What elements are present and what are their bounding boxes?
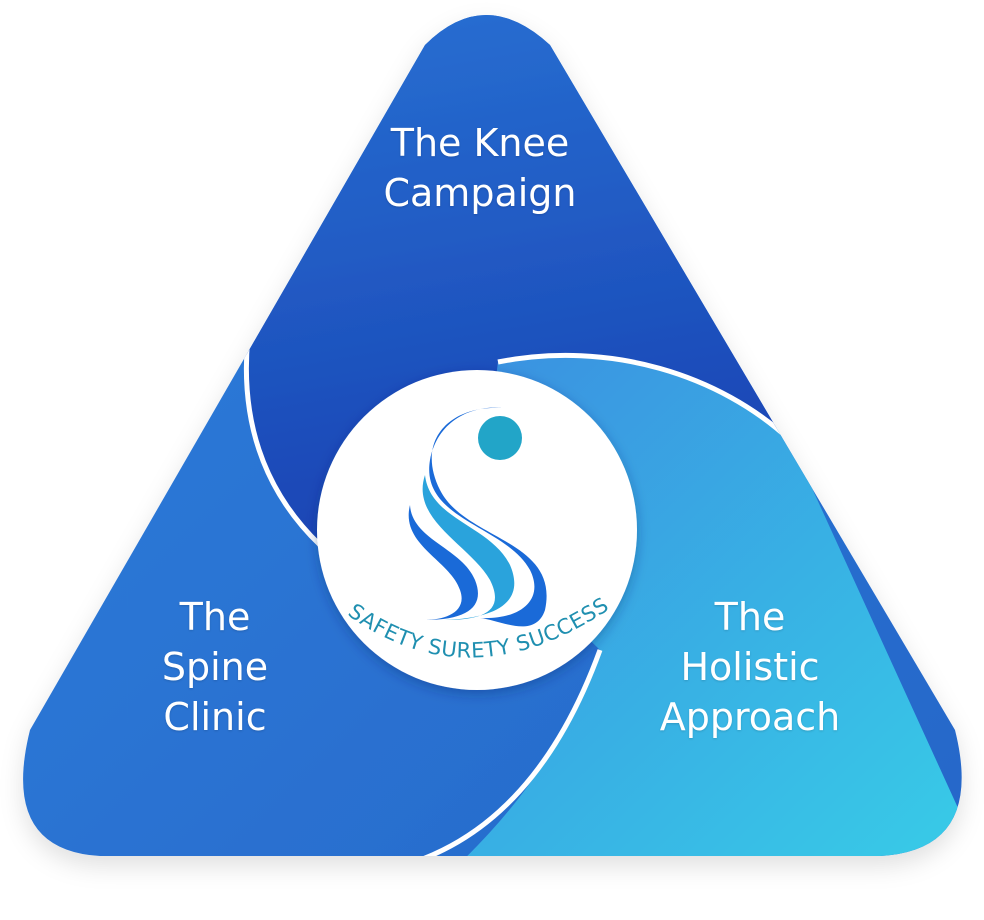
label-line: The <box>179 595 251 639</box>
divider-curve <box>419 649 603 856</box>
label-line: Spine <box>161 645 269 689</box>
label-line: Holistic <box>680 645 820 689</box>
logo-s-mark <box>408 407 547 627</box>
label-holistic-approach: The Holistic Approach <box>630 592 870 742</box>
label-line: Clinic <box>163 695 267 739</box>
label-line: The <box>714 595 786 639</box>
label-line: Campaign <box>383 171 577 215</box>
label-spine-clinic: The Spine Clinic <box>115 592 315 742</box>
divider-curve <box>497 352 792 442</box>
label-line: Approach <box>659 695 841 739</box>
label-line: The Knee <box>390 121 570 165</box>
label-knee-campaign: The Knee Campaign <box>330 118 630 218</box>
logo-circle <box>317 370 637 690</box>
